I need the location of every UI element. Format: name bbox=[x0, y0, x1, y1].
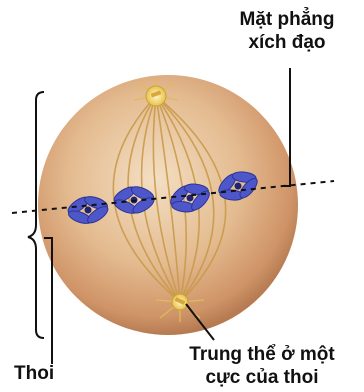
equatorial-plane-label-line1: Mặt phẳng bbox=[212, 8, 362, 31]
centrosome-label: Trung thể ở một cực của thoi bbox=[160, 343, 364, 389]
equatorial-plane-label-line2: xích đạo bbox=[212, 31, 362, 54]
equatorial-plane-label: Mặt phẳng xích đạo bbox=[212, 8, 362, 54]
centrosome-label-line2: cực của thoi bbox=[160, 366, 364, 389]
centrosome-label-line1: Trung thể ở một bbox=[160, 343, 364, 366]
spindle-label: Thoi bbox=[14, 362, 66, 385]
